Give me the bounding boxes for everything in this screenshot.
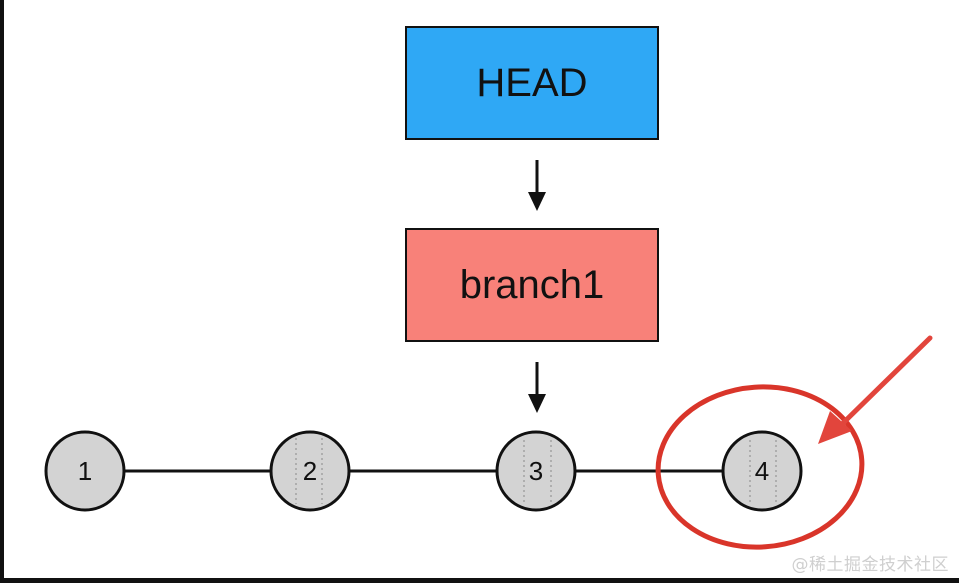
commit-label-2: 2 (303, 456, 317, 486)
frame-border-bottom (0, 578, 959, 583)
branch-pointer-box: branch1 (405, 228, 659, 342)
commit-node-2: 2 (269, 430, 351, 512)
highlight-ellipse (655, 384, 865, 550)
head-pointer-box: HEAD (405, 26, 659, 140)
head-label: HEAD (476, 60, 588, 105)
commit-node-4: 4 (721, 430, 803, 512)
head-to-branch-arrow (528, 160, 546, 211)
commit-node-1: 1 (44, 430, 126, 512)
commit-label-3: 3 (529, 456, 543, 486)
branch-label: branch1 (459, 262, 605, 307)
branch-to-commit-arrow (528, 362, 546, 413)
frame-border-left (0, 0, 4, 583)
commit-label-4: 4 (755, 456, 769, 486)
commit-node-3: 3 (495, 430, 577, 512)
commit-label-1: 1 (78, 456, 92, 486)
highlight-pointer-arrow (818, 335, 933, 444)
watermark-text: @稀土掘金技术社区 (791, 555, 949, 575)
